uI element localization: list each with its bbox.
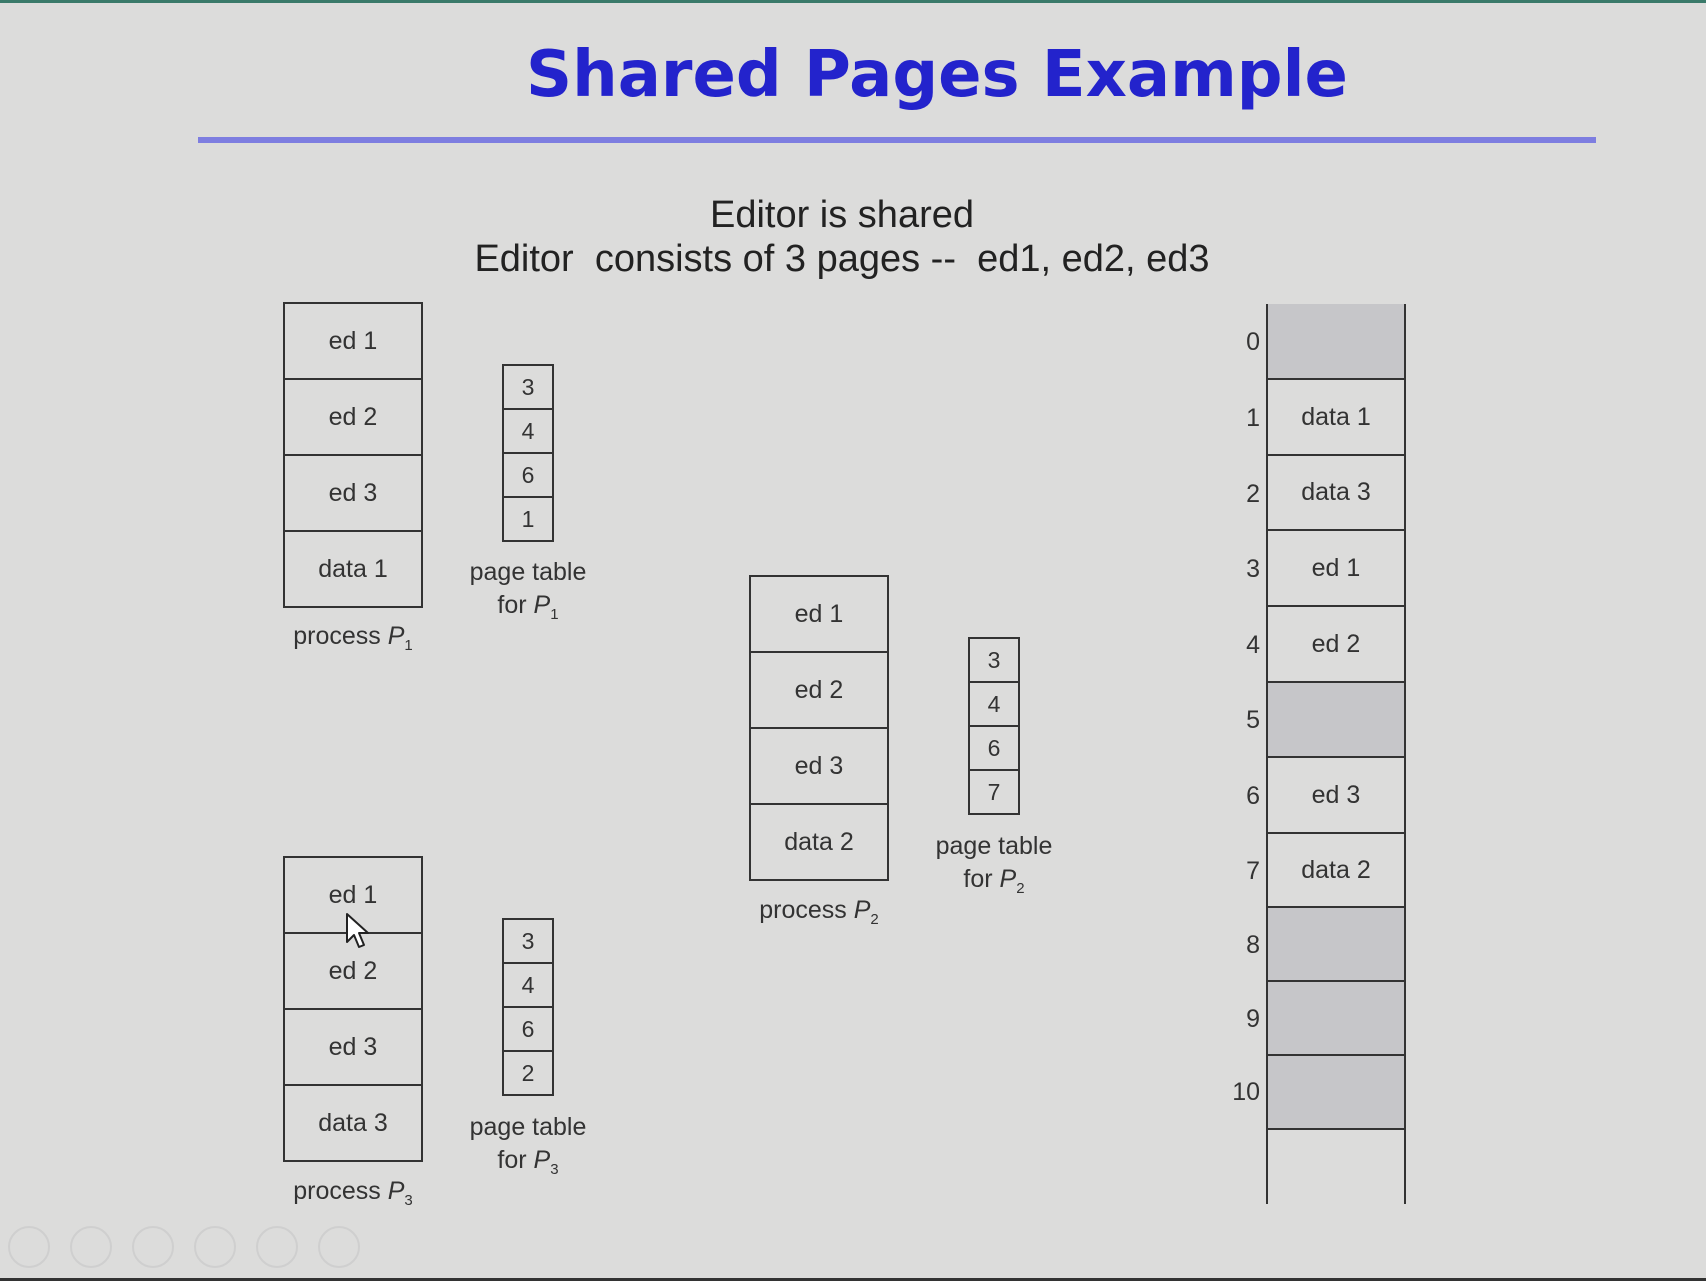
page-table-p3: 3 4 6 2 [502,918,554,1096]
pen-tool-icon[interactable] [132,1226,174,1268]
page-table-p1-caption-for: for [497,591,534,619]
page-table-p2-caption-line1: page table [935,832,1053,860]
frame-10 [1268,1056,1404,1130]
page-table-p1-caption: page table for P1 [448,556,608,631]
frame-number-6: 6 [1246,782,1260,810]
p3-page-table-entry-2: 6 [504,1008,552,1052]
frame-8 [1268,908,1404,982]
process-p1-caption: process P1 [283,620,423,662]
process-p2-caption-var: P [853,896,871,924]
top-accent-bar [0,0,1706,3]
frame-number-7: 7 [1246,857,1260,885]
subtitle-line-1: Editor is shared [709,194,974,236]
p3-page-1: ed 2 [285,934,421,1010]
frame-2: data 3 [1268,456,1404,531]
subtitle-line-2: Editor consists of 3 pages -- ed1, ed2, … [474,238,1210,280]
p2-page-2: ed 3 [751,729,887,805]
page-table-p3-caption: page table for P3 [448,1111,608,1186]
p1-page-table-entry-2: 6 [504,454,552,498]
slide-title: Shared Pages Example [526,38,1348,112]
p2-page-1: ed 2 [751,653,887,729]
title-underline [198,137,1596,143]
physical-memory-right-border [1404,304,1406,1204]
p2-page-table-entry-0: 3 [970,639,1018,683]
process-p3-caption-sub: 3 [404,1192,413,1209]
more-options-icon[interactable] [318,1226,360,1268]
zoom-icon[interactable] [256,1226,298,1268]
p3-page-table-entry-1: 4 [504,964,552,1008]
process-p1-caption-text: process [293,622,388,650]
frame-0 [1268,304,1404,380]
p1-page-3: data 1 [318,554,388,583]
process-p3-caption: process P3 [283,1175,423,1217]
bottom-border [0,1278,1706,1281]
page-table-p1-caption-line1: page table [469,558,587,586]
frame-number-1: 1 [1246,404,1260,432]
frame-number-8: 8 [1246,931,1260,959]
p3-page-3: data 3 [318,1108,388,1137]
p2-page-3: data 2 [784,827,854,856]
page-table-p3-caption-line1: page table [469,1113,587,1141]
frame-number-9: 9 [1246,1005,1260,1033]
p3-page-table-entry-0: 3 [504,920,552,964]
next-slide-icon[interactable] [70,1226,112,1268]
frame-number-2: 2 [1246,480,1260,508]
page-table-p1: 3 4 6 1 [502,364,554,542]
p1-page-table-entry-3: 1 [521,505,535,532]
process-p2-caption-text: process [759,896,854,924]
p3-page-table-entry-3: 2 [521,1059,535,1086]
frame-number-3: 3 [1246,555,1260,583]
p2-page-table-entry-1: 4 [970,683,1018,727]
mouse-cursor-icon [346,913,369,948]
page-table-p2-caption: page table for P2 [914,830,1074,905]
page-table-p2-caption-var: P [999,865,1017,893]
p3-page-2: ed 3 [285,1010,421,1086]
p2-page-table-entry-3: 7 [987,778,1001,805]
p2-page-table-entry-2: 6 [970,727,1018,771]
frame-7: data 2 [1268,834,1404,908]
p1-page-table-entry-1: 4 [504,410,552,454]
physical-memory-left-border [1266,304,1268,1204]
frame-3: ed 1 [1268,531,1404,607]
p1-page-1: ed 2 [285,380,421,456]
page-table-p2-caption-for: for [963,865,1000,893]
process-p1-logical-memory: ed 1 ed 2 ed 3 data 1 [283,302,423,608]
page-table-p3-caption-sub: 3 [550,1161,559,1178]
process-p2-logical-memory: ed 1 ed 2 ed 3 data 2 [749,575,889,881]
frame-6: ed 3 [1268,758,1404,834]
previous-slide-icon[interactable] [8,1226,50,1268]
frame-number-10: 10 [1232,1078,1260,1106]
frame-number-0: 0 [1246,328,1260,356]
process-p3-logical-memory: ed 1 ed 2 ed 3 data 3 [283,856,423,1162]
page-table-p3-caption-var: P [533,1146,551,1174]
p1-page-2: ed 3 [285,456,421,532]
page-table-p1-caption-var: P [533,591,551,619]
page-table-p2: 3 4 6 7 [968,637,1020,815]
process-p3-caption-text: process [293,1177,388,1205]
process-p1-caption-var: P [387,622,405,650]
slide-sorter-icon[interactable] [194,1226,236,1268]
p1-page-table-entry-0: 3 [504,366,552,410]
page-table-p1-caption-sub: 1 [550,606,559,623]
frame-4: ed 2 [1268,607,1404,683]
frame-5 [1268,683,1404,758]
frame-9 [1268,982,1404,1056]
process-p2-caption: process P2 [749,894,889,936]
frame-number-5: 5 [1246,706,1260,734]
process-p2-caption-sub: 2 [870,911,879,928]
p2-page-0: ed 1 [751,577,887,653]
process-p3-caption-var: P [387,1177,405,1205]
process-p1-caption-sub: 1 [404,637,413,654]
frame-1: data 1 [1268,380,1404,456]
page-table-p3-caption-for: for [497,1146,534,1174]
frame-number-4: 4 [1246,631,1260,659]
p1-page-0: ed 1 [285,304,421,380]
page-table-p2-caption-sub: 2 [1016,880,1025,897]
